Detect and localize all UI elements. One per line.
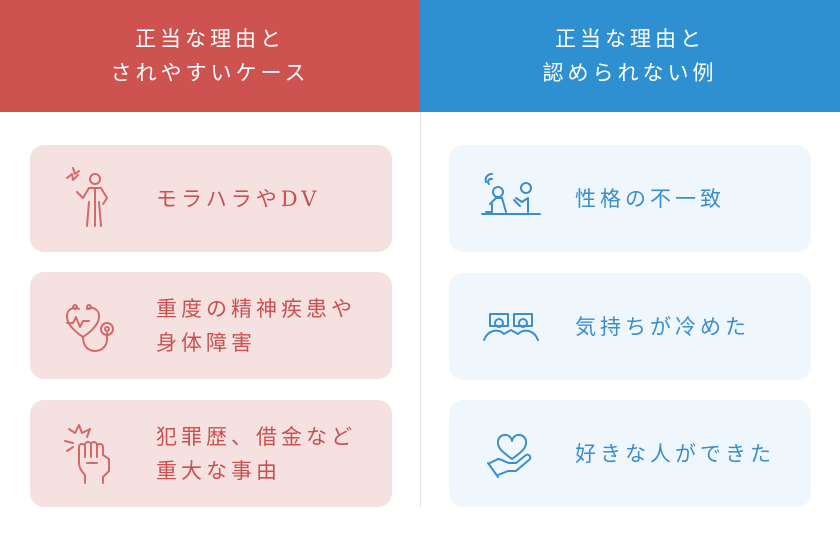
distressed-person-icon (57, 164, 127, 234)
header-line: 正当な理由と (555, 27, 705, 51)
card-moral-harassment-dv: モラハラやDV (30, 145, 392, 252)
separated-couple-icon (476, 292, 546, 362)
card-personality-mismatch: 性格の不一致 (449, 145, 811, 252)
card-criminal-record-debt: 犯罪歴、借金など 重大な事由 (30, 400, 392, 507)
arguing-couple-icon (476, 164, 546, 234)
card-mental-physical-illness: 重度の精神疾患や 身体障害 (30, 272, 392, 379)
card-feelings-cooled: 気持ちが冷めた (449, 273, 811, 380)
card-text: 重大な事由 (156, 458, 281, 483)
card-text: 犯罪歴、借金など (156, 424, 356, 449)
header-justified-cases: 正当な理由と されやすいケース (0, 0, 420, 112)
column-divider (420, 112, 421, 508)
stethoscope-icon (57, 291, 127, 361)
card-text: モラハラやDV (156, 186, 321, 211)
heart-in-hand-icon (476, 419, 546, 489)
header-line: されやすいケース (110, 61, 310, 85)
card-text: 性格の不一致 (575, 186, 725, 211)
header-line: 正当な理由と (135, 27, 285, 51)
card-text: 身体障害 (156, 330, 256, 355)
header-line: 認められない例 (542, 61, 718, 85)
card-text: 好きな人ができた (575, 441, 775, 466)
header-unjustified-cases: 正当な理由と 認められない例 (420, 0, 840, 112)
card-text: 重度の精神疾患や (156, 296, 356, 321)
card-text: 気持ちが冷めた (575, 314, 750, 339)
fist-icon (57, 419, 127, 489)
card-fell-for-someone-else: 好きな人ができた (449, 400, 811, 507)
